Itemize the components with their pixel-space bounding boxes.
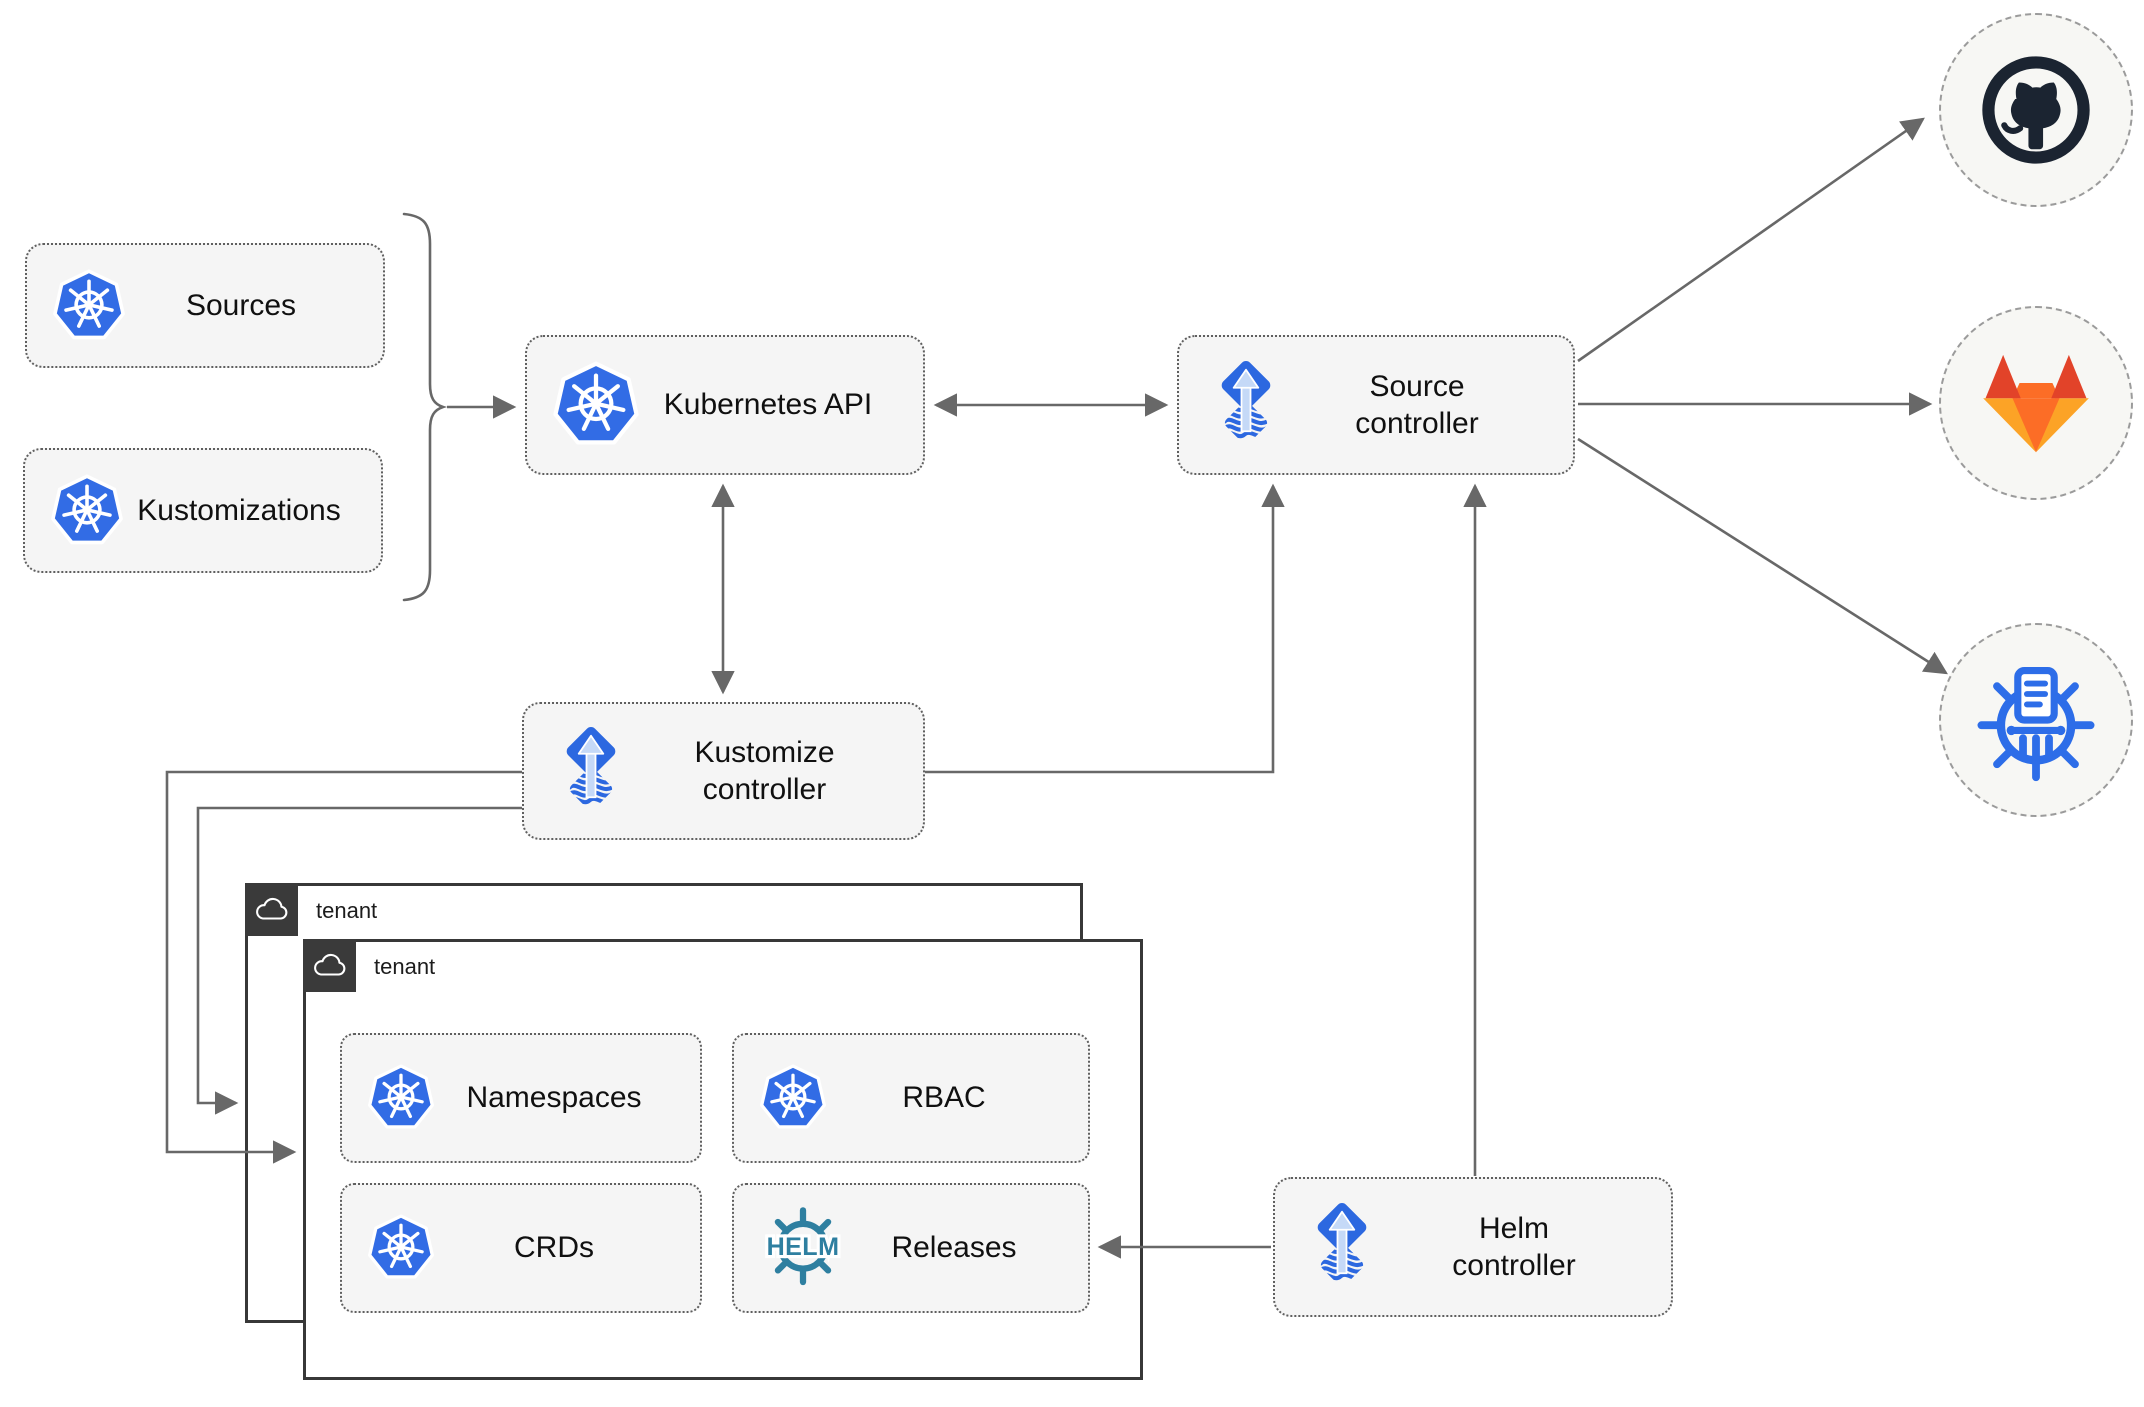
cloud-icon (254, 896, 290, 923)
cloud-icon (312, 952, 348, 979)
node-rbac: RBAC (732, 1033, 1090, 1163)
chartmuseum-icon (1971, 655, 2101, 785)
node-label: Source controller (1355, 369, 1479, 441)
helm-wheel-icon: HELM (760, 1205, 846, 1291)
flux-icon (1205, 359, 1287, 451)
node-kustomize-controller: Kustomize controller (522, 702, 925, 840)
flux-icon (1301, 1201, 1383, 1293)
helm-icon-text: HELM (767, 1233, 840, 1261)
tenant-label: tenant (374, 954, 436, 979)
node-label: RBAC (902, 1081, 986, 1115)
endpoint-github (1939, 13, 2133, 207)
node-namespaces: Namespaces (340, 1033, 702, 1163)
endpoint-chartmuseum (1939, 623, 2133, 817)
node-crds: CRDs (340, 1183, 702, 1313)
node-label: CRDs (514, 1231, 594, 1265)
kubernetes-icon (368, 1064, 434, 1132)
node-label: Namespaces (466, 1081, 642, 1115)
tenant-badge (245, 883, 298, 936)
node-label: Releases (891, 1231, 1017, 1265)
arrow-kustomize-to-source (925, 483, 1285, 774)
kubernetes-icon (760, 1064, 826, 1132)
arrow-source-to-chartmuseum (1577, 437, 1948, 675)
arrow-source-to-github (1577, 117, 1925, 363)
brace-sources-kustomizations (402, 212, 448, 602)
tenant-badge (303, 939, 356, 992)
node-label: Kustomizations (137, 493, 341, 527)
node-helm-controller: Helm controller (1273, 1177, 1673, 1317)
node-releases: HELM Releases (732, 1183, 1090, 1313)
node-label: Kustomize controller (694, 735, 835, 807)
flux-icon (550, 725, 632, 817)
github-icon (1975, 49, 2097, 171)
node-kubernetes-api: Kubernetes API (525, 335, 925, 475)
kubernetes-icon (51, 474, 123, 548)
kubernetes-icon (553, 361, 639, 449)
node-kustomizations: Kustomizations (23, 448, 383, 573)
node-source-controller: Source controller (1177, 335, 1575, 475)
node-label: Sources (185, 288, 297, 322)
kubernetes-icon (368, 1214, 434, 1282)
node-label: Kubernetes API (663, 388, 873, 422)
gitlab-icon (1977, 349, 2095, 457)
tenant-label: tenant (316, 898, 378, 923)
endpoint-gitlab (1939, 306, 2133, 500)
node-label: Helm controller (1452, 1211, 1576, 1283)
kubernetes-icon (53, 269, 125, 343)
node-sources: Sources (25, 243, 385, 368)
